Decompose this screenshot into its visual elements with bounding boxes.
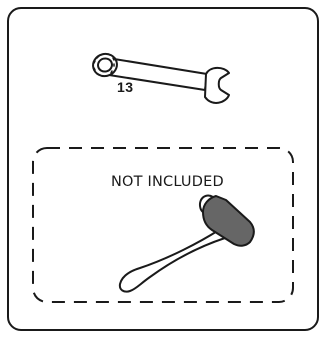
wrench-size-label: 13 (117, 79, 134, 95)
mallet-icon (120, 196, 254, 292)
not-included-label: NOT INCLUDED (111, 174, 224, 190)
not-included-dashed-box (33, 148, 293, 302)
combination-wrench-icon (91, 51, 229, 103)
